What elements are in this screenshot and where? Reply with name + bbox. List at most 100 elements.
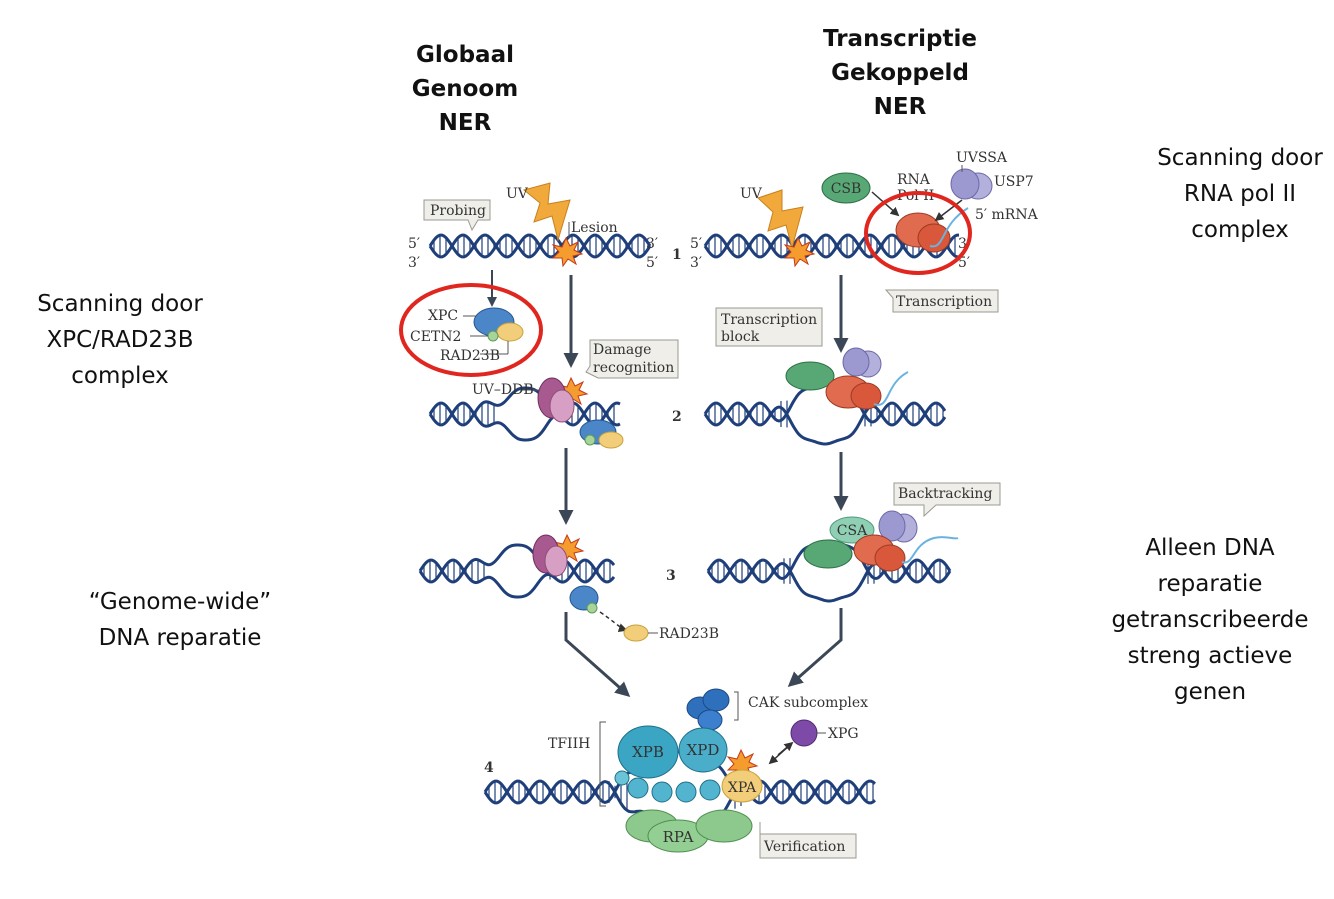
note-line: complex bbox=[71, 363, 169, 389]
step-number: 3 bbox=[666, 568, 676, 584]
label-3prime: 3′ bbox=[408, 255, 420, 271]
label-rna-pol: RNA bbox=[897, 172, 931, 188]
csb-protein: CSB bbox=[821, 172, 871, 204]
label-rpa: RPA bbox=[663, 828, 694, 846]
rad23b-protein bbox=[623, 624, 649, 642]
rna-pol-ii bbox=[895, 212, 951, 253]
label-uvssa: UVSSA bbox=[956, 150, 1008, 166]
label-uv: UV bbox=[506, 186, 529, 202]
highlight-circle-xpc bbox=[399, 283, 543, 377]
callout-text: block bbox=[721, 329, 760, 345]
callout-text: Transcription bbox=[721, 312, 817, 328]
callout-text: Damage bbox=[593, 342, 651, 358]
callout-text: recognition bbox=[593, 360, 674, 376]
label-xpb: XPB bbox=[632, 743, 664, 761]
heading-line: NER bbox=[873, 94, 927, 120]
note-line: DNA reparatie bbox=[98, 625, 262, 651]
callout-transcription-block: Transcription block bbox=[715, 307, 823, 347]
label-5prime: 5′ bbox=[690, 236, 702, 252]
rna-pol-ii bbox=[825, 375, 882, 410]
label-mrna: 5′ mRNA bbox=[975, 207, 1039, 223]
label-xpg: XPG bbox=[828, 726, 859, 742]
label-xpa: XPA bbox=[728, 780, 757, 796]
label-usp7: USP7 bbox=[994, 174, 1034, 190]
heading-line: NER bbox=[438, 110, 492, 136]
dna-strand bbox=[418, 543, 616, 584]
note-scanning-rna-pol: Scanning door RNA pol II complex bbox=[1140, 140, 1334, 248]
note-alleen-dna: Alleen DNA reparatie getranscribeerde st… bbox=[1100, 530, 1320, 710]
label-cetn2: CETN2 bbox=[410, 329, 461, 345]
label-lesion: Lesion bbox=[571, 220, 618, 236]
note-scanning-xpc: Scanning door XPC/RAD23B complex bbox=[20, 286, 220, 394]
label-xpc: XPC bbox=[428, 308, 458, 324]
note-genome-wide: “Genome-wide” DNA reparatie bbox=[70, 584, 290, 656]
cak-subcomplex bbox=[686, 688, 730, 731]
heading-global-genome-ner: Globaal Genoom NER bbox=[395, 38, 535, 140]
note-line: complex bbox=[1191, 217, 1289, 243]
callout-text: Probing bbox=[430, 203, 486, 219]
label-csa: CSA bbox=[837, 523, 868, 539]
note-line: getranscribeerde bbox=[1111, 607, 1309, 633]
note-line: genen bbox=[1173, 679, 1247, 705]
uvssa-usp7-complex bbox=[842, 347, 882, 378]
step-number: 1 bbox=[672, 247, 682, 263]
xpc-complex bbox=[579, 419, 624, 449]
label-3prime: 3′ bbox=[646, 236, 658, 252]
note-line: “Genome-wide” bbox=[88, 589, 272, 615]
label-tfiih: TFIIH bbox=[548, 736, 590, 752]
step-number: 2 bbox=[672, 409, 682, 425]
dna-strand bbox=[418, 558, 616, 599]
label-5prime: 5′ bbox=[646, 255, 658, 271]
dna-strand bbox=[428, 386, 621, 427]
tfiih-complex bbox=[614, 725, 728, 803]
note-line: Alleen DNA bbox=[1145, 535, 1275, 561]
callout-text: Backtracking bbox=[898, 486, 992, 502]
uv-ddb-complex bbox=[532, 534, 568, 577]
note-line: Scanning door bbox=[37, 291, 203, 317]
note-line: reparatie bbox=[1157, 571, 1263, 597]
label-rad23b-release: RAD23B bbox=[659, 626, 719, 642]
dna-step1-left bbox=[428, 233, 652, 259]
heading-transcription-coupled-ner: Transcriptie Gekoppeld NER bbox=[815, 22, 985, 124]
rpa-complex bbox=[625, 809, 753, 853]
xpc-protein bbox=[569, 585, 599, 614]
uvssa-usp7-complex bbox=[950, 168, 993, 200]
rna-pol-ii bbox=[853, 534, 906, 572]
xpa-protein: XPA bbox=[721, 769, 763, 803]
heading-line: Genoom bbox=[411, 76, 519, 102]
dna-strand bbox=[703, 233, 959, 259]
dna-strand bbox=[428, 401, 621, 442]
callout-text: Transcription bbox=[896, 294, 992, 310]
dna-strand bbox=[703, 401, 947, 446]
step-number: 4 bbox=[484, 760, 494, 776]
note-line: RNA pol II bbox=[1183, 181, 1297, 207]
label-5prime: 5′ bbox=[958, 255, 970, 271]
label-csb: CSB bbox=[831, 181, 862, 197]
lesion-icon bbox=[783, 236, 816, 268]
callout-probing: Probing bbox=[423, 199, 491, 232]
dna-step2-right bbox=[703, 382, 947, 446]
label-3prime: 3′ bbox=[690, 255, 702, 271]
lesion-icon bbox=[551, 236, 584, 268]
csb-protein bbox=[803, 539, 853, 569]
callout-transcription: Transcription bbox=[884, 289, 999, 313]
uvssa-usp7-complex bbox=[878, 510, 918, 543]
dna-strand bbox=[428, 233, 652, 259]
callout-damage-recognition: Damage recognition bbox=[585, 339, 679, 379]
csa-protein: CSA bbox=[829, 516, 875, 544]
uv-bolt-icon bbox=[522, 182, 571, 242]
label-5prime: 5′ bbox=[408, 236, 420, 252]
label-cak: CAK subcomplex bbox=[748, 695, 868, 711]
xpg-protein bbox=[790, 719, 818, 747]
callout-verification: Verification bbox=[759, 822, 857, 859]
heading-line: Gekoppeld bbox=[831, 60, 969, 86]
uv-ddb-complex bbox=[537, 377, 575, 423]
label-rad23b: RAD23B bbox=[440, 348, 500, 364]
csb-protein bbox=[785, 361, 835, 391]
heading-line: Globaal bbox=[416, 42, 514, 68]
dna-strand bbox=[706, 558, 952, 603]
xpc-complex bbox=[473, 307, 524, 342]
note-line: streng actieve bbox=[1127, 643, 1293, 669]
note-line: Scanning door bbox=[1157, 145, 1323, 171]
callout-backtracking: Backtracking bbox=[893, 482, 1001, 518]
